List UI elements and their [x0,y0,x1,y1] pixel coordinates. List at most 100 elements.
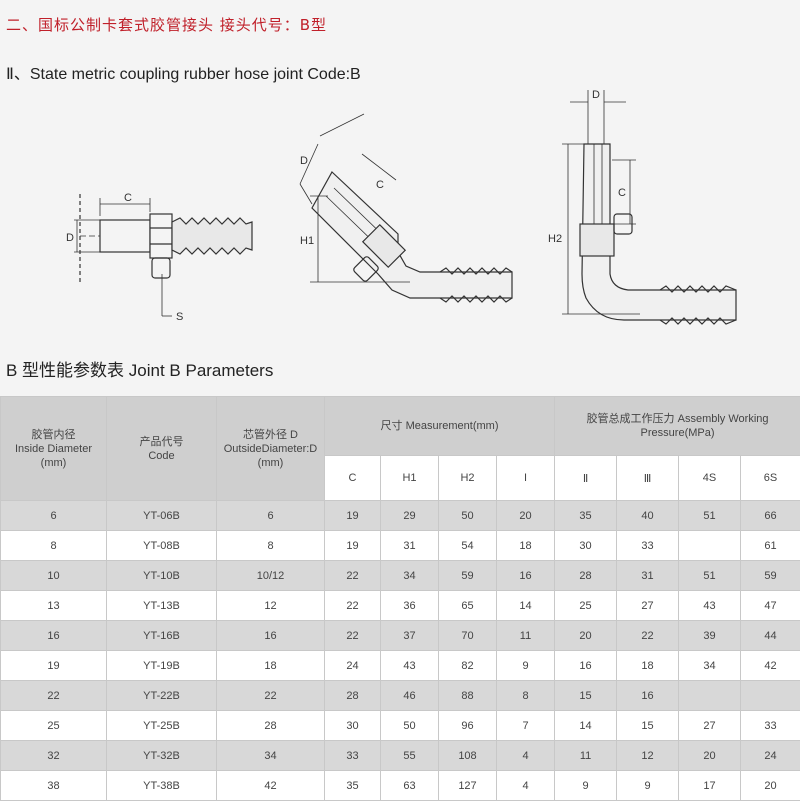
table-cell: 30 [555,531,617,561]
table-cell: 28 [217,711,325,741]
table-cell: 82 [439,651,497,681]
table-cell: 28 [555,561,617,591]
table-cell: YT-32B [107,741,217,771]
table-cell: 6 [1,501,107,531]
straight-dim-c: C [124,192,132,204]
table-cell: 33 [617,531,679,561]
table-cell: 19 [1,651,107,681]
table-cell: 43 [679,591,741,621]
table-cell: 43 [381,651,439,681]
sub-header-cell: I [497,456,555,501]
header-pressure: 胶管总成工作压力 Assembly Working Pressure(MPa) [555,397,800,456]
table-cell: 42 [217,771,325,801]
straight-dim-s: S [176,311,183,323]
table-cell: 19 [325,531,381,561]
joint-diagrams: C D S D C H1 [0,84,800,346]
table-cell: 61 [741,531,800,561]
table-cell: YT-13B [107,591,217,621]
table-cell: 39 [679,621,741,651]
table-cell: 4 [497,741,555,771]
table-cell: 15 [555,681,617,711]
table-cell [679,681,741,711]
sub-header-cell: 6S [741,456,800,501]
table-cell: YT-38B [107,771,217,801]
table-cell: 33 [741,711,800,741]
elbow45-dim-d: D [300,155,308,167]
table-cell: 29 [381,501,439,531]
table-cell: 30 [325,711,381,741]
table-cell: YT-19B [107,651,217,681]
table-cell: 44 [741,621,800,651]
table-cell: 88 [439,681,497,711]
table-cell: 7 [497,711,555,741]
table-cell: 27 [679,711,741,741]
table-cell: 35 [325,771,381,801]
table-cell: 28 [325,681,381,711]
table-cell: 59 [439,561,497,591]
table-cell: 19 [325,501,381,531]
table-cell: 6 [217,501,325,531]
table-cell: 50 [381,711,439,741]
table-cell: 22 [1,681,107,711]
table-cell: 127 [439,771,497,801]
table-cell: 11 [555,741,617,771]
table-cell: 66 [741,501,800,531]
table-cell: 34 [679,651,741,681]
table-cell: 31 [617,561,679,591]
table-cell: 59 [741,561,800,591]
sub-header-cell: 4S [679,456,741,501]
elbow45-joint-drawing [300,114,512,302]
table-cell: 96 [439,711,497,741]
table-cell: 27 [617,591,679,621]
table-cell: 14 [555,711,617,741]
table-cell [679,531,741,561]
elbow90-joint-drawing [562,90,736,324]
table-cell [741,681,800,711]
table-cell: 70 [439,621,497,651]
table-cell: 46 [381,681,439,711]
table-cell: YT-22B [107,681,217,711]
table-cell: 22 [617,621,679,651]
sub-header-cell: Ⅲ [617,456,679,501]
table-cell: 12 [217,591,325,621]
elbow90-dim-d: D [592,89,600,101]
table-cell: YT-25B [107,711,217,741]
elbow45-dim-c: C [376,179,384,191]
table-cell: 4 [497,771,555,801]
table-cell: 15 [617,711,679,741]
table-cell: 9 [617,771,679,801]
table-cell: 11 [497,621,555,651]
table-cell: 25 [1,711,107,741]
header-measurement: 尺寸 Measurement(mm) [325,397,555,456]
table-cell: 20 [679,741,741,771]
parameters-table: 胶管内径 Inside Diameter (mm) 产品代号 Code 芯管外径… [0,396,800,801]
table-cell: 8 [497,681,555,711]
header-code: 产品代号 Code [107,397,217,501]
table-cell: 50 [439,501,497,531]
straight-joint-drawing [74,194,252,316]
table-cell: 38 [1,771,107,801]
table-cell: YT-10B [107,561,217,591]
sub-header-cell: H1 [381,456,439,501]
table-cell: 20 [555,621,617,651]
table-cell: 18 [617,651,679,681]
table-cell: 32 [1,741,107,771]
table-cell: 10/12 [217,561,325,591]
table-cell: 20 [497,501,555,531]
table-cell: 35 [555,501,617,531]
table-cell: 37 [381,621,439,651]
table-cell: YT-08B [107,531,217,561]
elbow45-dim-h1: H1 [300,235,314,247]
table-cell: 54 [439,531,497,561]
table-cell: 55 [381,741,439,771]
title-chinese: 二、国标公制卡套式胶管接头 接头代号：B型 [6,14,327,35]
table-cell: 33 [325,741,381,771]
table-cell: 18 [217,651,325,681]
table-cell: 24 [325,651,381,681]
